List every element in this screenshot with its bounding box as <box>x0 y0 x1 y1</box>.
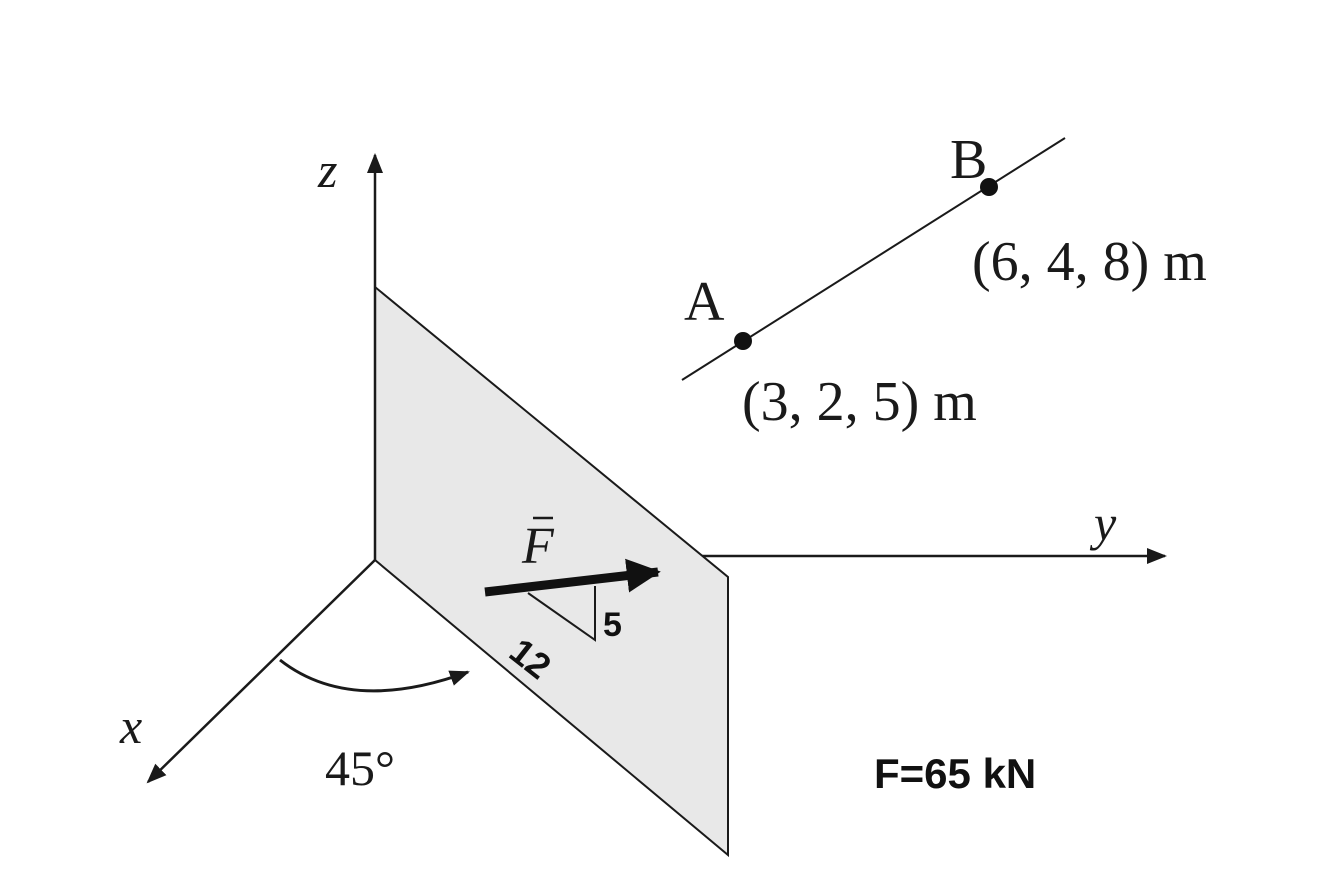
x-axis-line <box>146 559 376 784</box>
point-b-label: B <box>950 129 987 191</box>
point-a-dot <box>734 332 752 350</box>
point-a-coords: (3, 2, 5) m <box>742 371 977 433</box>
z-axis-label: z <box>317 142 337 198</box>
angle-arc <box>279 658 470 693</box>
point-a-label: A <box>684 271 725 333</box>
point-b-dot <box>980 178 998 196</box>
slope-triangle <box>527 586 596 642</box>
force-arrow <box>484 558 661 597</box>
force-magnitude-label: F=65 kN <box>874 750 1036 797</box>
force-symbol: F <box>521 518 555 575</box>
x-axis-label: x <box>119 698 142 754</box>
y-axis-label: y <box>1089 495 1117 551</box>
slope-rise-label: 5 <box>603 606 622 644</box>
point-b-coords: (6, 4, 8) m <box>972 231 1207 293</box>
angle-label: 45° <box>325 740 395 796</box>
